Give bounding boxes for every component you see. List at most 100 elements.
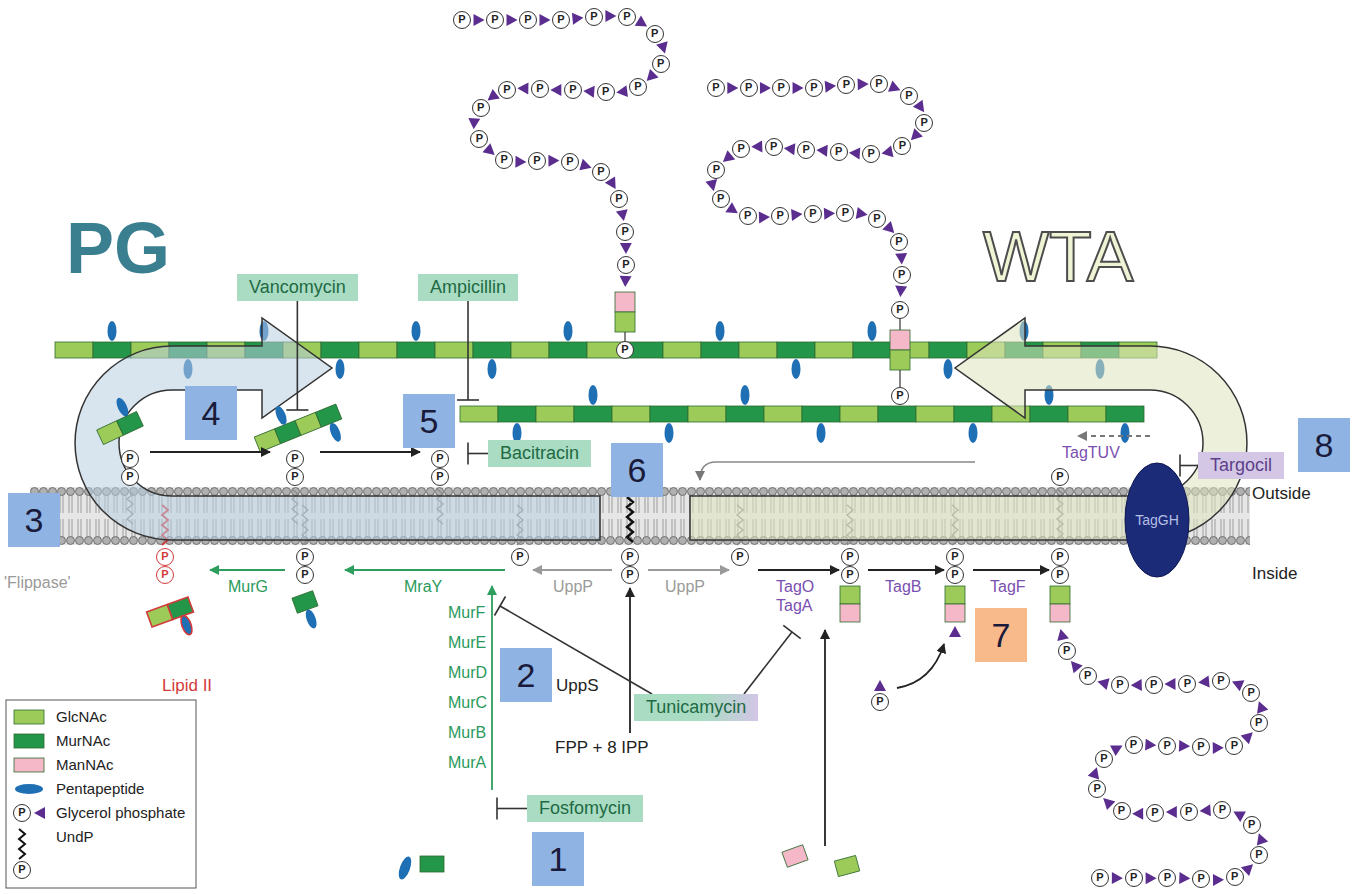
mannac-unit <box>1050 604 1070 622</box>
glycerol-phosphate-unit <box>895 253 908 265</box>
antibiotic-box: Fosfomycin <box>527 795 643 822</box>
phosphate-symbol: P <box>616 341 634 359</box>
chain-guide <box>712 84 925 300</box>
phosphate-symbol: P <box>646 25 664 43</box>
chain-guide <box>462 16 664 290</box>
enzyme-label: MurE <box>448 634 486 652</box>
glycerol-phosphate-unit <box>620 243 632 254</box>
phosphate-symbol: P <box>286 450 304 468</box>
pentapeptide <box>741 385 750 405</box>
legend-sample <box>15 784 43 794</box>
membrane-protein: TagGH <box>1124 462 1190 578</box>
phosphate-symbol: P <box>772 79 790 97</box>
pentapeptide <box>108 321 117 341</box>
phosphate-symbol: P <box>946 548 964 566</box>
murnac-unit <box>726 406 764 422</box>
pentapeptide <box>396 855 414 881</box>
phosphate-symbol: P <box>431 450 449 468</box>
phosphate-symbol: P <box>707 161 725 179</box>
phosphate-symbol: P <box>121 450 139 468</box>
phosphate-symbol: P <box>498 81 516 99</box>
phosphate-symbol: P <box>1058 642 1076 660</box>
phosphate-symbol: P <box>915 114 933 132</box>
murnac-unit <box>929 342 967 358</box>
phosphate-symbol: P <box>731 548 749 566</box>
pg-pathway-arrow <box>75 318 600 540</box>
murnac-unit <box>420 856 444 872</box>
phosphate-symbol: P <box>453 11 471 29</box>
inhibition-bar <box>1179 455 1181 477</box>
pentapeptide <box>792 359 801 379</box>
phosphate-symbol: P <box>1192 738 1210 756</box>
node-text: 6 <box>628 453 647 487</box>
glcnac-unit <box>359 342 397 358</box>
legend-swatch <box>14 758 44 772</box>
reaction-arrow <box>345 569 505 571</box>
phosphate-symbol: P <box>621 566 639 584</box>
node-text: Vancomycin <box>249 277 346 297</box>
enzyme-label: UppS <box>556 676 599 696</box>
legend-sample <box>19 829 25 859</box>
murnac-unit <box>93 342 131 358</box>
pentapeptide <box>817 423 826 443</box>
murnac-unit <box>321 342 359 358</box>
phosphate-symbol: P <box>470 130 488 148</box>
glycerol-phosphate-unit <box>1166 806 1177 818</box>
phosphate-symbol: P <box>1113 802 1131 820</box>
legend-text: ManNAc <box>56 756 114 774</box>
phosphate-symbol: P <box>1051 548 1069 566</box>
phosphate-symbol: P <box>1250 714 1268 732</box>
phosphate-symbol: P <box>528 152 546 170</box>
phosphate-symbol: P <box>629 78 647 96</box>
inhibition-line <box>497 808 527 810</box>
glcnac-unit <box>663 342 701 358</box>
phosphate-symbol: P <box>868 210 886 228</box>
inhibition-bar <box>496 798 498 820</box>
enzyme-label: TagTUV <box>1062 444 1120 462</box>
glycerol-phosphate-unit <box>1110 740 1125 756</box>
section-title: WTA <box>983 222 1133 292</box>
phosphate-symbol: P <box>1111 676 1129 694</box>
glcnac-unit <box>1068 406 1106 422</box>
glycerol-phosphate-unit <box>656 41 671 55</box>
antibiotic-box: Bacitracin <box>488 440 591 467</box>
node-text: Ampicillin <box>430 277 506 297</box>
legend-text: GlcNAc <box>56 708 107 726</box>
legend-text: Glycerol phosphate <box>56 804 185 822</box>
phosphate-symbol: P <box>1051 468 1069 486</box>
phosphate-symbol: P <box>156 566 174 584</box>
node-text: Fosfomycin <box>539 798 631 818</box>
node-text: Bacitracin <box>500 443 579 463</box>
mannac-unit <box>840 604 860 622</box>
glcnac-unit <box>764 406 802 422</box>
phosphate-symbol: P <box>1125 736 1143 754</box>
phosphate-symbol: P <box>1213 801 1231 819</box>
murnac-unit <box>473 342 511 358</box>
glycerol-phosphate-unit <box>550 84 561 96</box>
phosphate-symbol: P <box>732 140 750 158</box>
phosphate-symbol: P <box>765 138 783 156</box>
pentapeptide <box>327 421 343 443</box>
phosphate-symbol: P <box>1242 684 1260 702</box>
callout-number: 8 <box>1298 418 1350 472</box>
phosphate-symbol: P <box>296 566 314 584</box>
murnac-unit <box>853 342 891 358</box>
phosphate-symbol: P <box>893 266 911 284</box>
glycerol-phosphate-unit <box>727 82 738 94</box>
compartment-label: Outside <box>1252 484 1311 504</box>
legend-swatch <box>14 710 44 724</box>
reaction-arrow <box>868 569 944 571</box>
enzyme-label: MurC <box>448 694 487 712</box>
glcnac-unit <box>1050 586 1070 604</box>
phosphate-symbol: P <box>13 861 31 879</box>
phosphate-symbol: P <box>1212 672 1230 690</box>
chain-guide <box>1060 626 1262 880</box>
node-text: 1 <box>549 842 568 876</box>
glycerol-phosphate-unit <box>825 80 837 93</box>
glycerol-phosphate-unit <box>507 14 518 26</box>
phosphate-symbol: P <box>1192 870 1210 888</box>
glycerol-phosphate-unit <box>1055 628 1069 642</box>
molecule-label: Lipid II <box>162 676 212 696</box>
